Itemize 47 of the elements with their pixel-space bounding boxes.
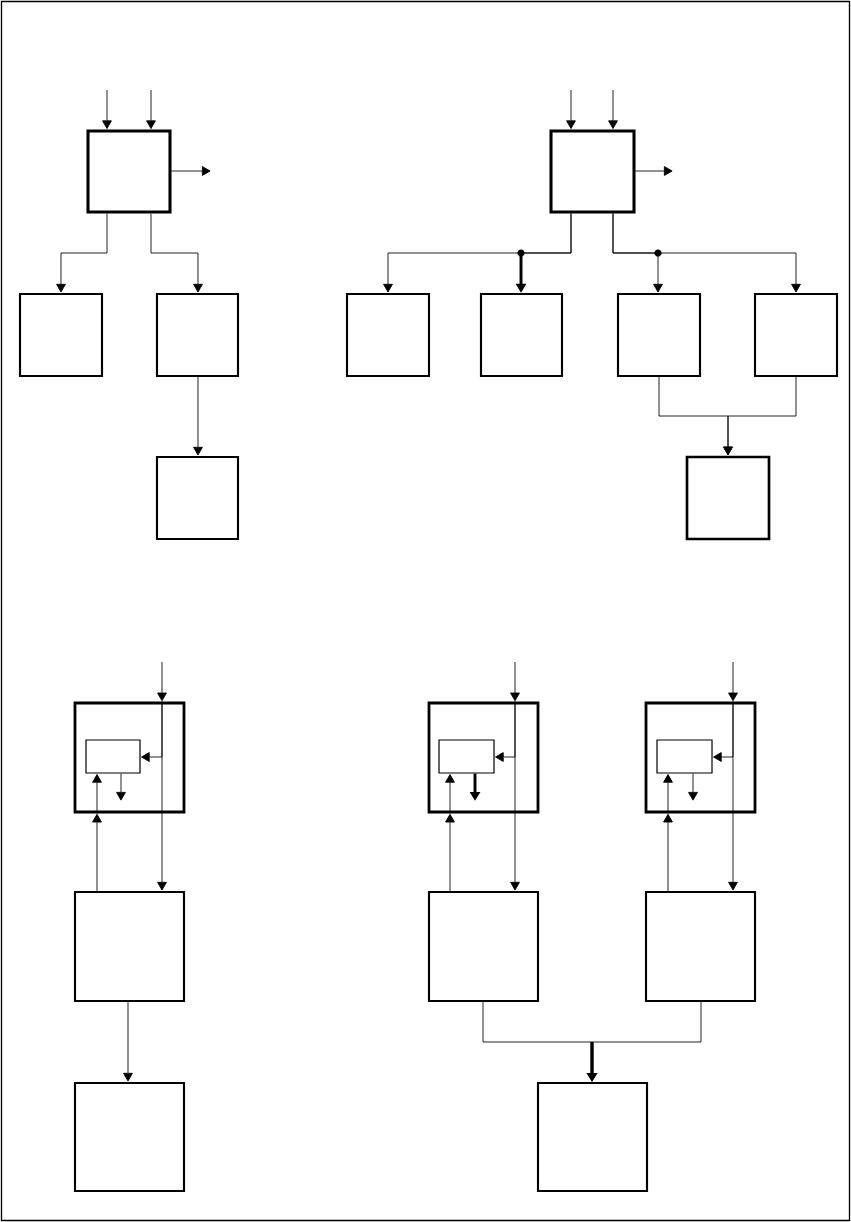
arrow xyxy=(445,813,455,892)
block-box xyxy=(479,292,564,378)
block-box xyxy=(155,455,240,541)
arrow xyxy=(566,89,576,129)
arrow xyxy=(116,773,126,801)
arrow xyxy=(510,661,520,702)
arrow xyxy=(56,213,108,293)
block-box xyxy=(427,890,540,1003)
block-box xyxy=(644,890,757,1003)
arrow xyxy=(728,661,738,702)
arrow xyxy=(612,213,801,293)
arrow xyxy=(445,774,455,814)
block-box xyxy=(85,739,141,774)
block-box xyxy=(155,292,240,378)
block-box xyxy=(73,890,186,1003)
block-box xyxy=(616,292,702,378)
block-box xyxy=(644,701,757,814)
arrow xyxy=(635,166,673,176)
arrow xyxy=(193,376,203,456)
block-box xyxy=(73,1081,186,1193)
arrow xyxy=(663,774,673,814)
block-box xyxy=(685,455,771,541)
block-box xyxy=(536,1081,649,1193)
arrow xyxy=(92,774,102,814)
arrow xyxy=(157,701,167,891)
arrow xyxy=(688,773,698,801)
arrow xyxy=(157,661,167,702)
arrow xyxy=(150,213,203,293)
arrow xyxy=(728,701,738,891)
block-box xyxy=(549,129,636,214)
arrow xyxy=(723,376,797,456)
block-box xyxy=(753,292,839,378)
arrow xyxy=(663,813,673,892)
arrow xyxy=(171,166,211,176)
arrow xyxy=(146,89,156,129)
block-box xyxy=(656,739,713,774)
arrow xyxy=(510,701,520,891)
arrow xyxy=(608,89,618,129)
arrow xyxy=(92,813,102,892)
arrow xyxy=(123,1001,133,1082)
block-box xyxy=(345,292,431,378)
block-box xyxy=(438,739,495,774)
block-box xyxy=(18,292,104,378)
arrow xyxy=(102,89,112,129)
block-box xyxy=(73,701,186,814)
block-box xyxy=(427,701,540,814)
block-box xyxy=(86,129,172,214)
